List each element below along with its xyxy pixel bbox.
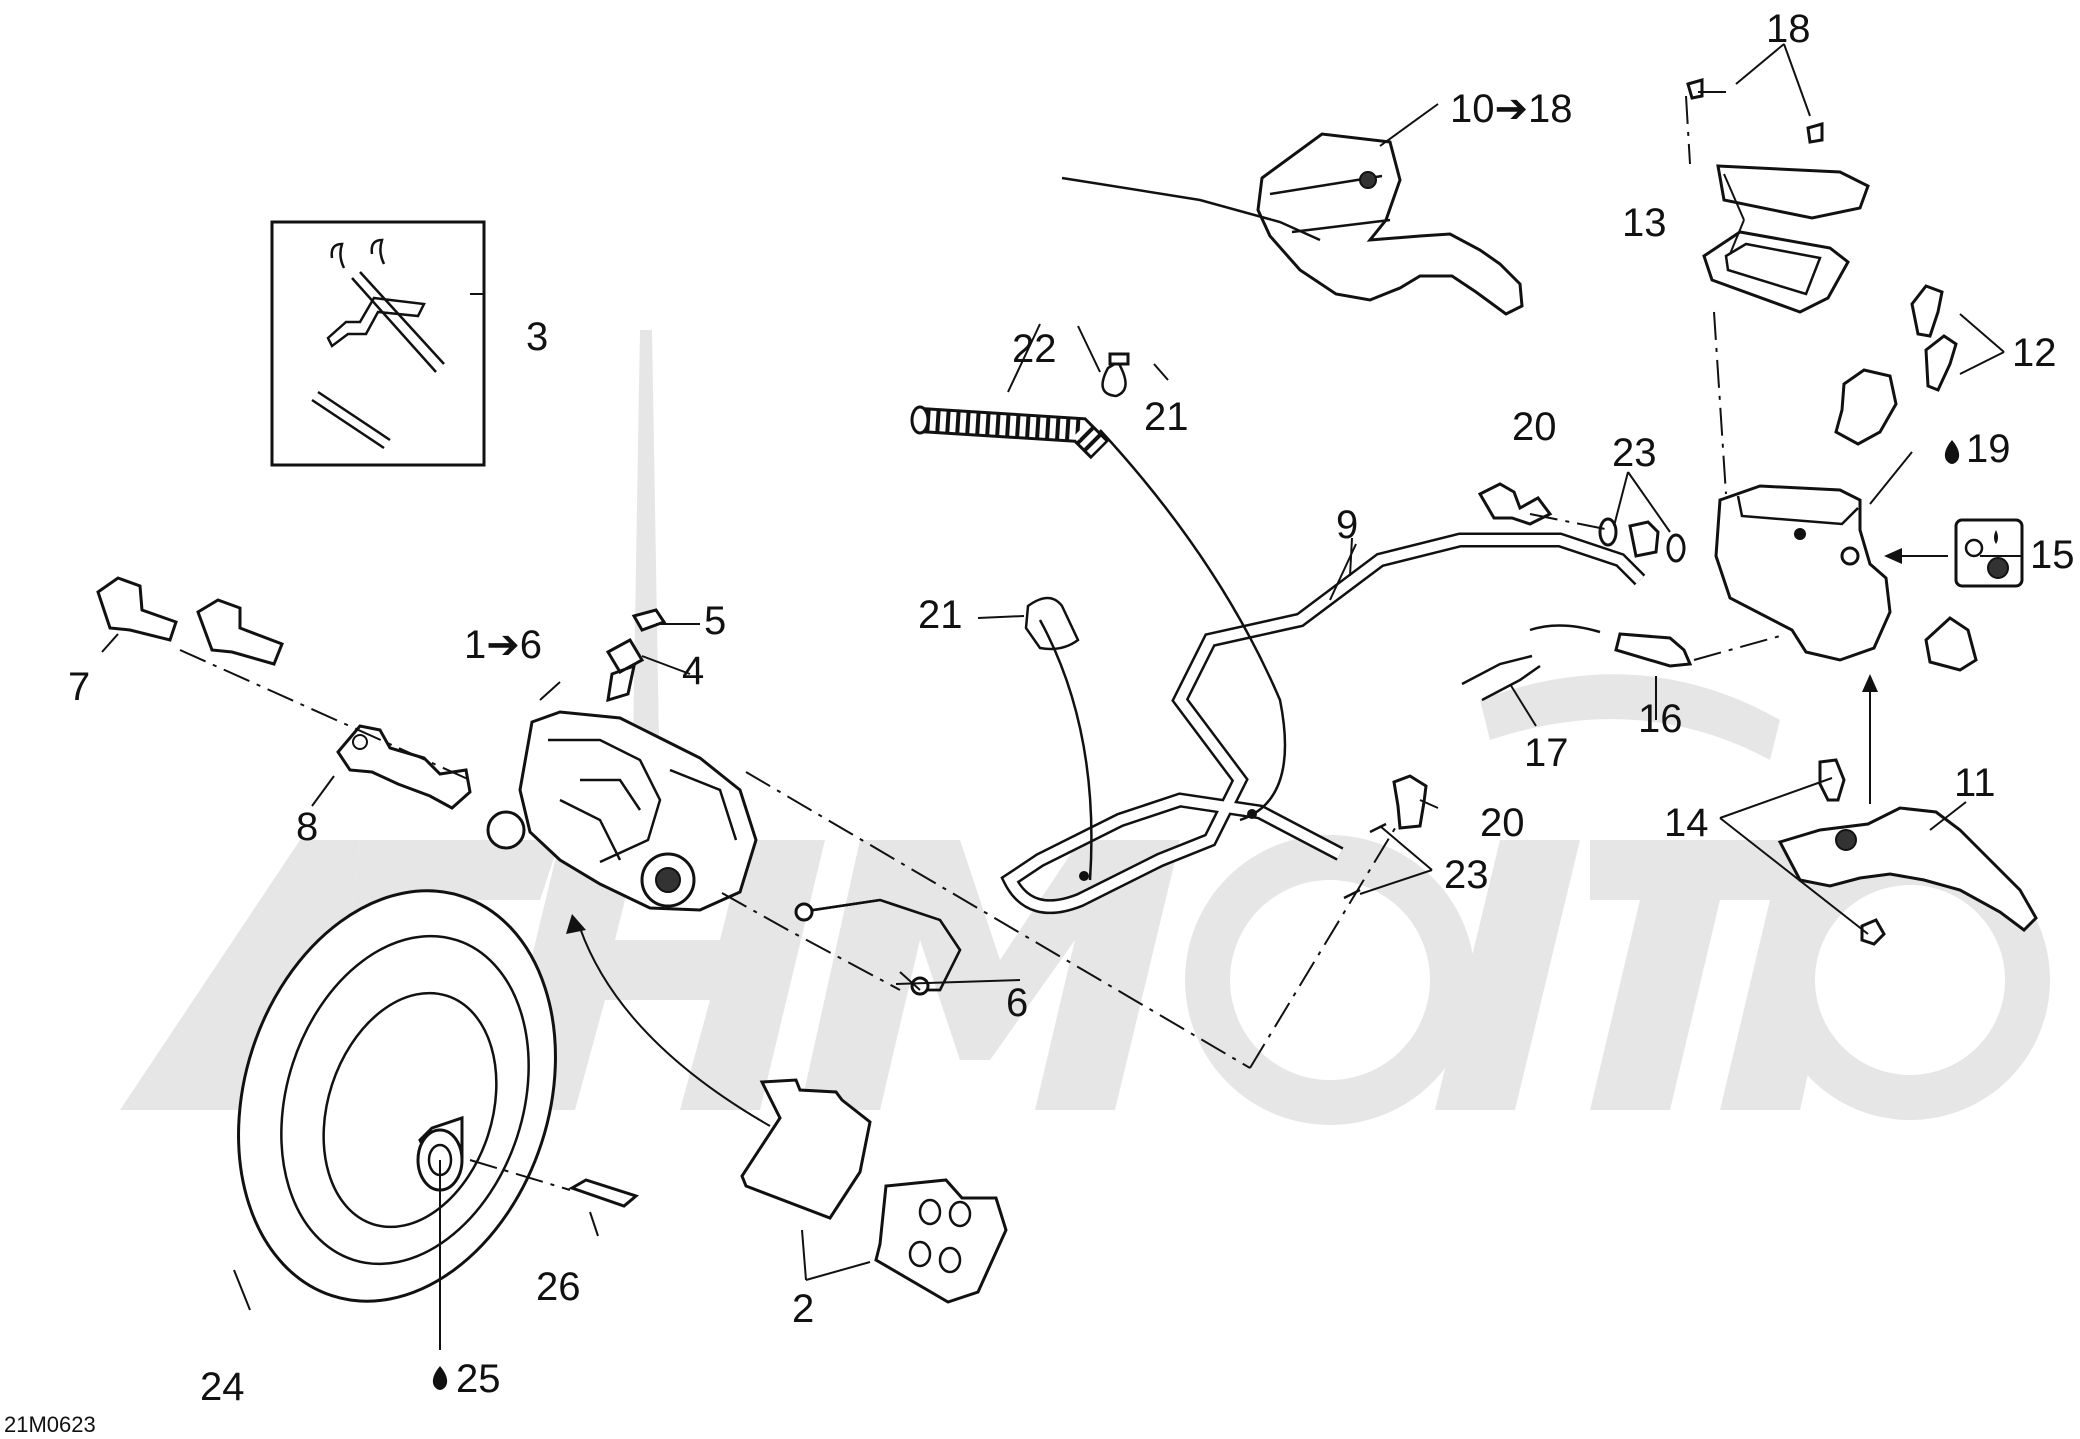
lubricant-symbol-icon: [1954, 518, 2024, 588]
callout-2: 2: [792, 1287, 814, 1331]
callout-8: 8: [296, 805, 318, 849]
part-2-brake-pads: [740, 1078, 1008, 1304]
callout-14: 14: [1664, 801, 1709, 845]
callout-11: 11: [1954, 761, 1996, 805]
part-21-clip-upper: [1101, 352, 1130, 398]
part-11-brake-lever: [1777, 806, 2038, 932]
callout-20-upper: 20: [1512, 405, 1557, 449]
part-4-bleeder: [605, 637, 645, 703]
callout-21-upper: 21: [1144, 395, 1189, 439]
arrow-right-icon: [566, 548, 1948, 1127]
callout-10-to-18: 10➔18: [1450, 87, 1573, 131]
watermark-logo: [120, 330, 2050, 1125]
part-14-pivot-bolt: [1818, 758, 1886, 946]
callout-12: 12: [2012, 331, 2057, 375]
part-21-clip-lower: [1024, 596, 1080, 651]
leader-lines: [101, 43, 2022, 1350]
callout-25: 25: [456, 1357, 501, 1401]
part-10-master-cylinder-assembly: [1061, 132, 1524, 316]
callout-9: 9: [1336, 503, 1358, 547]
callout-21-lower: 21: [918, 593, 963, 637]
callout-16: 16: [1638, 697, 1683, 741]
part-20-banjo-bolt-upper: [1477, 482, 1553, 526]
part-5-cap: [631, 608, 667, 632]
callout-17: 17: [1524, 731, 1569, 775]
figure-code: 21M0623: [4, 1412, 96, 1437]
callout-4: 4: [682, 649, 704, 693]
callout-23-lower: 23: [1444, 853, 1489, 897]
callout-6: 6: [1006, 981, 1028, 1025]
part-9-brake-line: [1000, 429, 1646, 915]
part-7-bolts: [96, 576, 284, 666]
callout-1-to-6: 1➔6: [464, 623, 542, 667]
part-23-washers: [1343, 517, 1686, 900]
part-24-brake-disc: [237, 889, 557, 1303]
callout-23-upper: 23: [1612, 431, 1657, 475]
part-20-banjo-bolt-lower: [1392, 774, 1428, 830]
callout-15: 15: [2030, 533, 2075, 577]
callout-24: 24: [200, 1365, 245, 1409]
callout-22: 22: [1012, 327, 1057, 371]
callout-13: 13: [1622, 201, 1667, 245]
part-19-master-cylinder: [1714, 484, 1892, 662]
part-15-boot: [1924, 616, 1978, 672]
part-26-key: [568, 1178, 640, 1208]
callout-20-lower: 20: [1480, 801, 1525, 845]
callout-5: 5: [704, 599, 726, 643]
part-12-clamp: [1834, 284, 1958, 446]
callout-3: 3: [526, 315, 548, 359]
part-18-screws: [1686, 78, 1824, 144]
callout-7: 7: [68, 665, 90, 709]
part-1-caliper: [486, 710, 758, 912]
part-22-spiral-guard: [910, 405, 1110, 460]
callout-26: 26: [536, 1265, 581, 1309]
fluid-drop-icon: [432, 440, 1960, 1390]
callout-18: 18: [1766, 7, 1811, 51]
part-6-hose: [794, 898, 962, 996]
part-16-brake-switch: [1461, 624, 1693, 702]
part-13-reservoir-cover: [1702, 164, 1870, 314]
part-8-bracket: [336, 724, 472, 810]
assembly-lines: [179, 95, 1781, 1191]
callout-labels: 2 3 4 5 1➔6 6 7 8 9 10➔18 11 12 13 14 15…: [4, 7, 2075, 1437]
part-3-pin-kit: [270, 220, 486, 467]
callout-19: 19: [1966, 427, 2011, 471]
